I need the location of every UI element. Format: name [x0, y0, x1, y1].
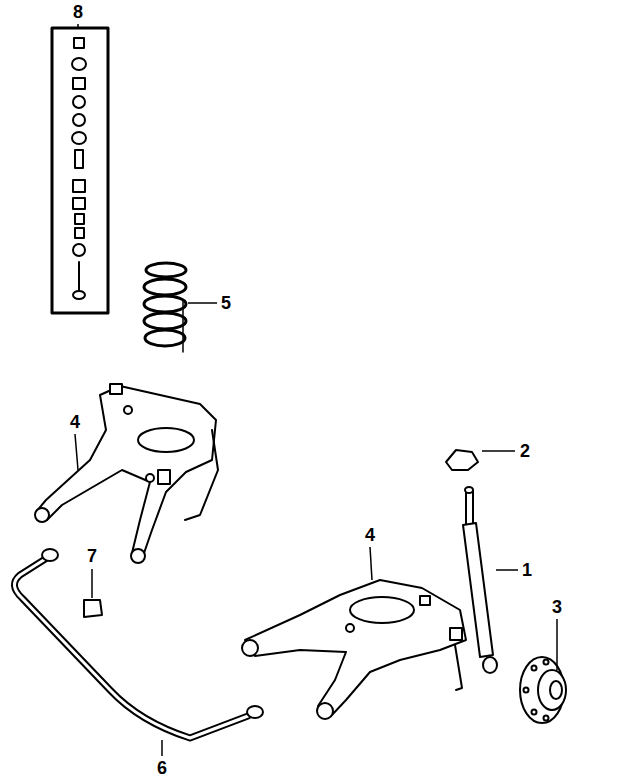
callout-number: 8	[73, 3, 83, 21]
control-arm	[242, 580, 466, 719]
leader-lines	[75, 24, 557, 756]
coil-spring	[144, 263, 186, 352]
callout-number: 6	[157, 759, 167, 777]
stabilizer-bar	[14, 549, 263, 738]
hardware-items	[72, 38, 86, 299]
bracket	[446, 450, 478, 470]
callout-number: 5	[221, 294, 231, 312]
shock-absorber	[463, 487, 497, 673]
wheel-hub	[520, 657, 566, 723]
callout-number: 2	[520, 442, 530, 460]
hardware-kit-box	[52, 28, 108, 313]
stabilizer-bushing	[84, 600, 102, 617]
callout-number: 1	[522, 561, 532, 579]
control-arm	[35, 384, 218, 563]
callout-number: 3	[552, 598, 562, 616]
callout-number: 4	[70, 413, 80, 431]
callout-number: 4	[365, 526, 375, 544]
callout-number: 7	[87, 547, 97, 565]
